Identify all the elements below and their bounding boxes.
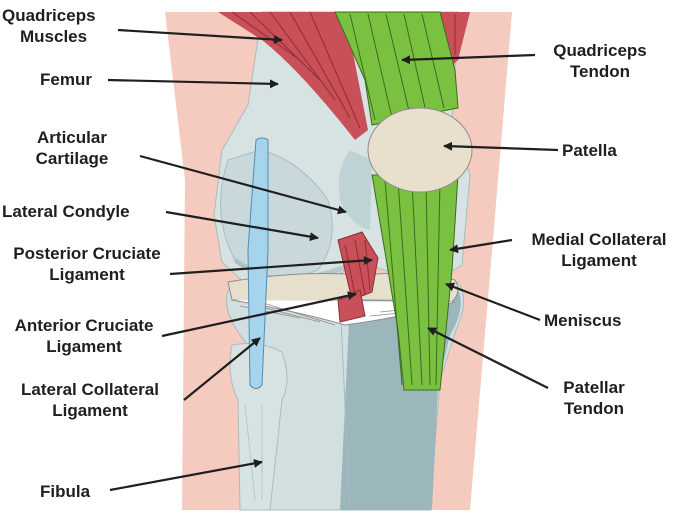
label-lateral-collateral-line1: Lateral Collateral — [21, 380, 159, 399]
label-posterior-cruciate-line2: Ligament — [49, 265, 125, 284]
pointer-posterior-cruciate — [169, 256, 373, 276]
label-patellar-tendon-line1: Patellar — [563, 378, 625, 397]
label-quadriceps-muscles: Quadriceps Muscles — [2, 5, 96, 47]
label-lateral-condyle: Lateral Condyle — [2, 202, 130, 221]
label-anterior-cruciate: Anterior Cruciate Ligament — [4, 315, 164, 357]
cruciate-ligaments-shape — [337, 231, 379, 323]
pointer-patellar-tendon — [427, 327, 549, 389]
pointer-fibula — [109, 459, 263, 492]
pointer-anterior-cruciate — [161, 291, 357, 338]
pointer-meniscus — [445, 282, 541, 322]
label-anterior-cruciate-line1: Anterior Cruciate — [14, 316, 154, 335]
label-patellar-tendon: Patellar Tendon — [552, 377, 636, 419]
label-quadriceps-tendon-line2: Tendon — [569, 62, 631, 81]
label-posterior-cruciate: Posterior Cruciate Ligament — [4, 243, 170, 285]
label-meniscus: Meniscus — [544, 311, 622, 330]
pointer-femur — [107, 78, 279, 89]
pointer-quadriceps-tendon — [401, 53, 536, 65]
label-quadriceps-muscles-line1: Quadriceps — [2, 6, 96, 25]
pointer-medial-collateral — [449, 238, 513, 254]
label-quadriceps-tendon: Quadriceps Tendon — [540, 40, 660, 82]
pointer-lateral-condyle — [165, 210, 319, 242]
quadriceps-tendon-shape — [334, 11, 459, 126]
patellar-tendon-shape — [371, 174, 459, 391]
label-patellar-tendon-line2: Tendon — [563, 399, 625, 418]
label-articular-cartilage-line2: Cartilage — [35, 149, 109, 168]
label-articular-cartilage-line1: Articular — [37, 128, 107, 147]
label-anterior-cruciate-line2: Ligament — [46, 337, 122, 356]
label-femur: Femur — [40, 70, 92, 89]
pointer-patella — [443, 141, 559, 152]
label-fibula: Fibula — [40, 482, 91, 501]
label-medial-collateral: Medial Collateral Ligament — [514, 229, 684, 271]
label-posterior-cruciate-line1: Posterior Cruciate — [13, 244, 161, 263]
patella-shape — [367, 107, 473, 193]
label-lateral-collateral: Lateral Collateral Ligament — [4, 379, 176, 421]
pointer-quadriceps-muscles — [117, 28, 283, 44]
label-quadriceps-tendon-line1: Quadriceps — [553, 41, 647, 60]
lateral-collateral-ligament-shape — [247, 137, 269, 389]
pointer-articular-cartilage — [139, 154, 347, 215]
label-medial-collateral-line1: Medial Collateral — [531, 230, 667, 249]
pointer-lines — [107, 28, 559, 492]
label-quadriceps-muscles-line2: Muscles — [20, 27, 88, 46]
label-lateral-collateral-line2: Ligament — [52, 401, 128, 420]
label-medial-collateral-line2: Ligament — [561, 251, 637, 270]
pointer-lateral-collateral — [183, 337, 261, 401]
label-articular-cartilage: Articular Cartilage — [22, 127, 122, 169]
label-patella: Patella — [562, 141, 617, 160]
